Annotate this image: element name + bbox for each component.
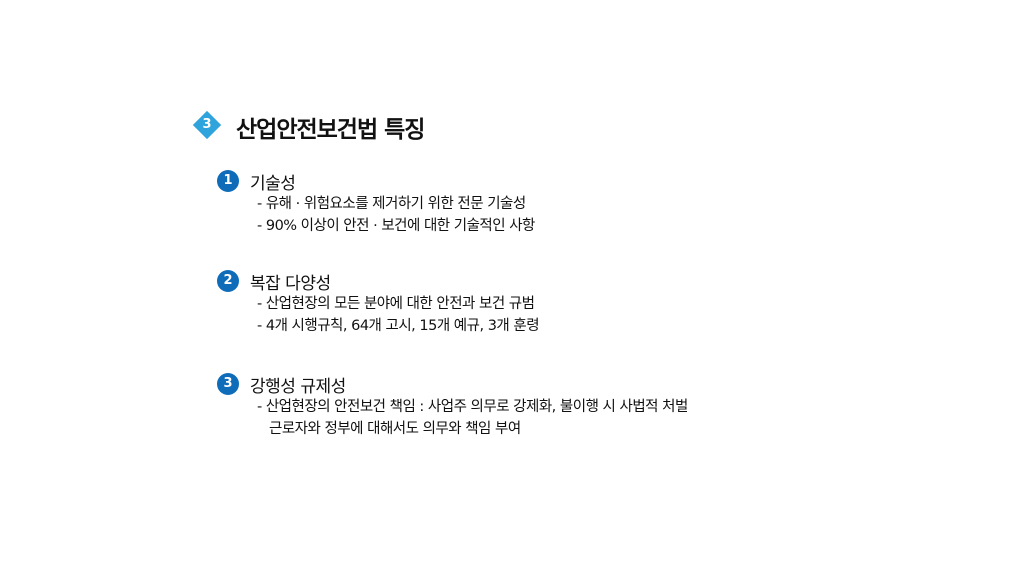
section-number-badge: 3	[217, 373, 239, 395]
bullet-line-continuation: 근로자와 정부에 대해서도 의무와 책임 부여	[269, 421, 521, 437]
section-bullets: - 산업현장의 모든 분야에 대한 안전과 보건 규범 - 4개 시행규칙, 6…	[257, 293, 540, 337]
section-number-badge: 1	[217, 170, 239, 192]
title-number: 3	[202, 117, 212, 132]
bullet-line: - 4개 시행규칙, 64개 고시, 15개 예규, 3개 훈령	[257, 318, 540, 334]
section-bullets: - 유해 · 위험요소를 제거하기 위한 전문 기술성 - 90% 이상이 안전…	[257, 193, 535, 237]
section-heading: 강행성 규제성	[250, 377, 346, 397]
title-number-diamond-icon: 3	[192, 110, 222, 140]
bullet-line: - 유해 · 위험요소를 제거하기 위한 전문 기술성	[257, 196, 526, 212]
bullet-line: - 산업현장의 모든 분야에 대한 안전과 보건 규범	[257, 296, 535, 312]
bullet-line: - 90% 이상이 안전 · 보건에 대한 기술적인 사항	[257, 218, 535, 234]
bullet-line: - 산업현장의 안전보건 책임 : 사업주 의무로 강제화, 불이행 시 사법적…	[257, 399, 688, 415]
slide-title: 산업안전보건법 특징	[236, 117, 425, 143]
section-heading: 복잡 다양성	[250, 274, 331, 294]
section-bullets: - 산업현장의 안전보건 책임 : 사업주 의무로 강제화, 불이행 시 사법적…	[257, 396, 688, 440]
section-number-badge: 2	[217, 270, 239, 292]
section-heading: 기술성	[250, 174, 296, 194]
